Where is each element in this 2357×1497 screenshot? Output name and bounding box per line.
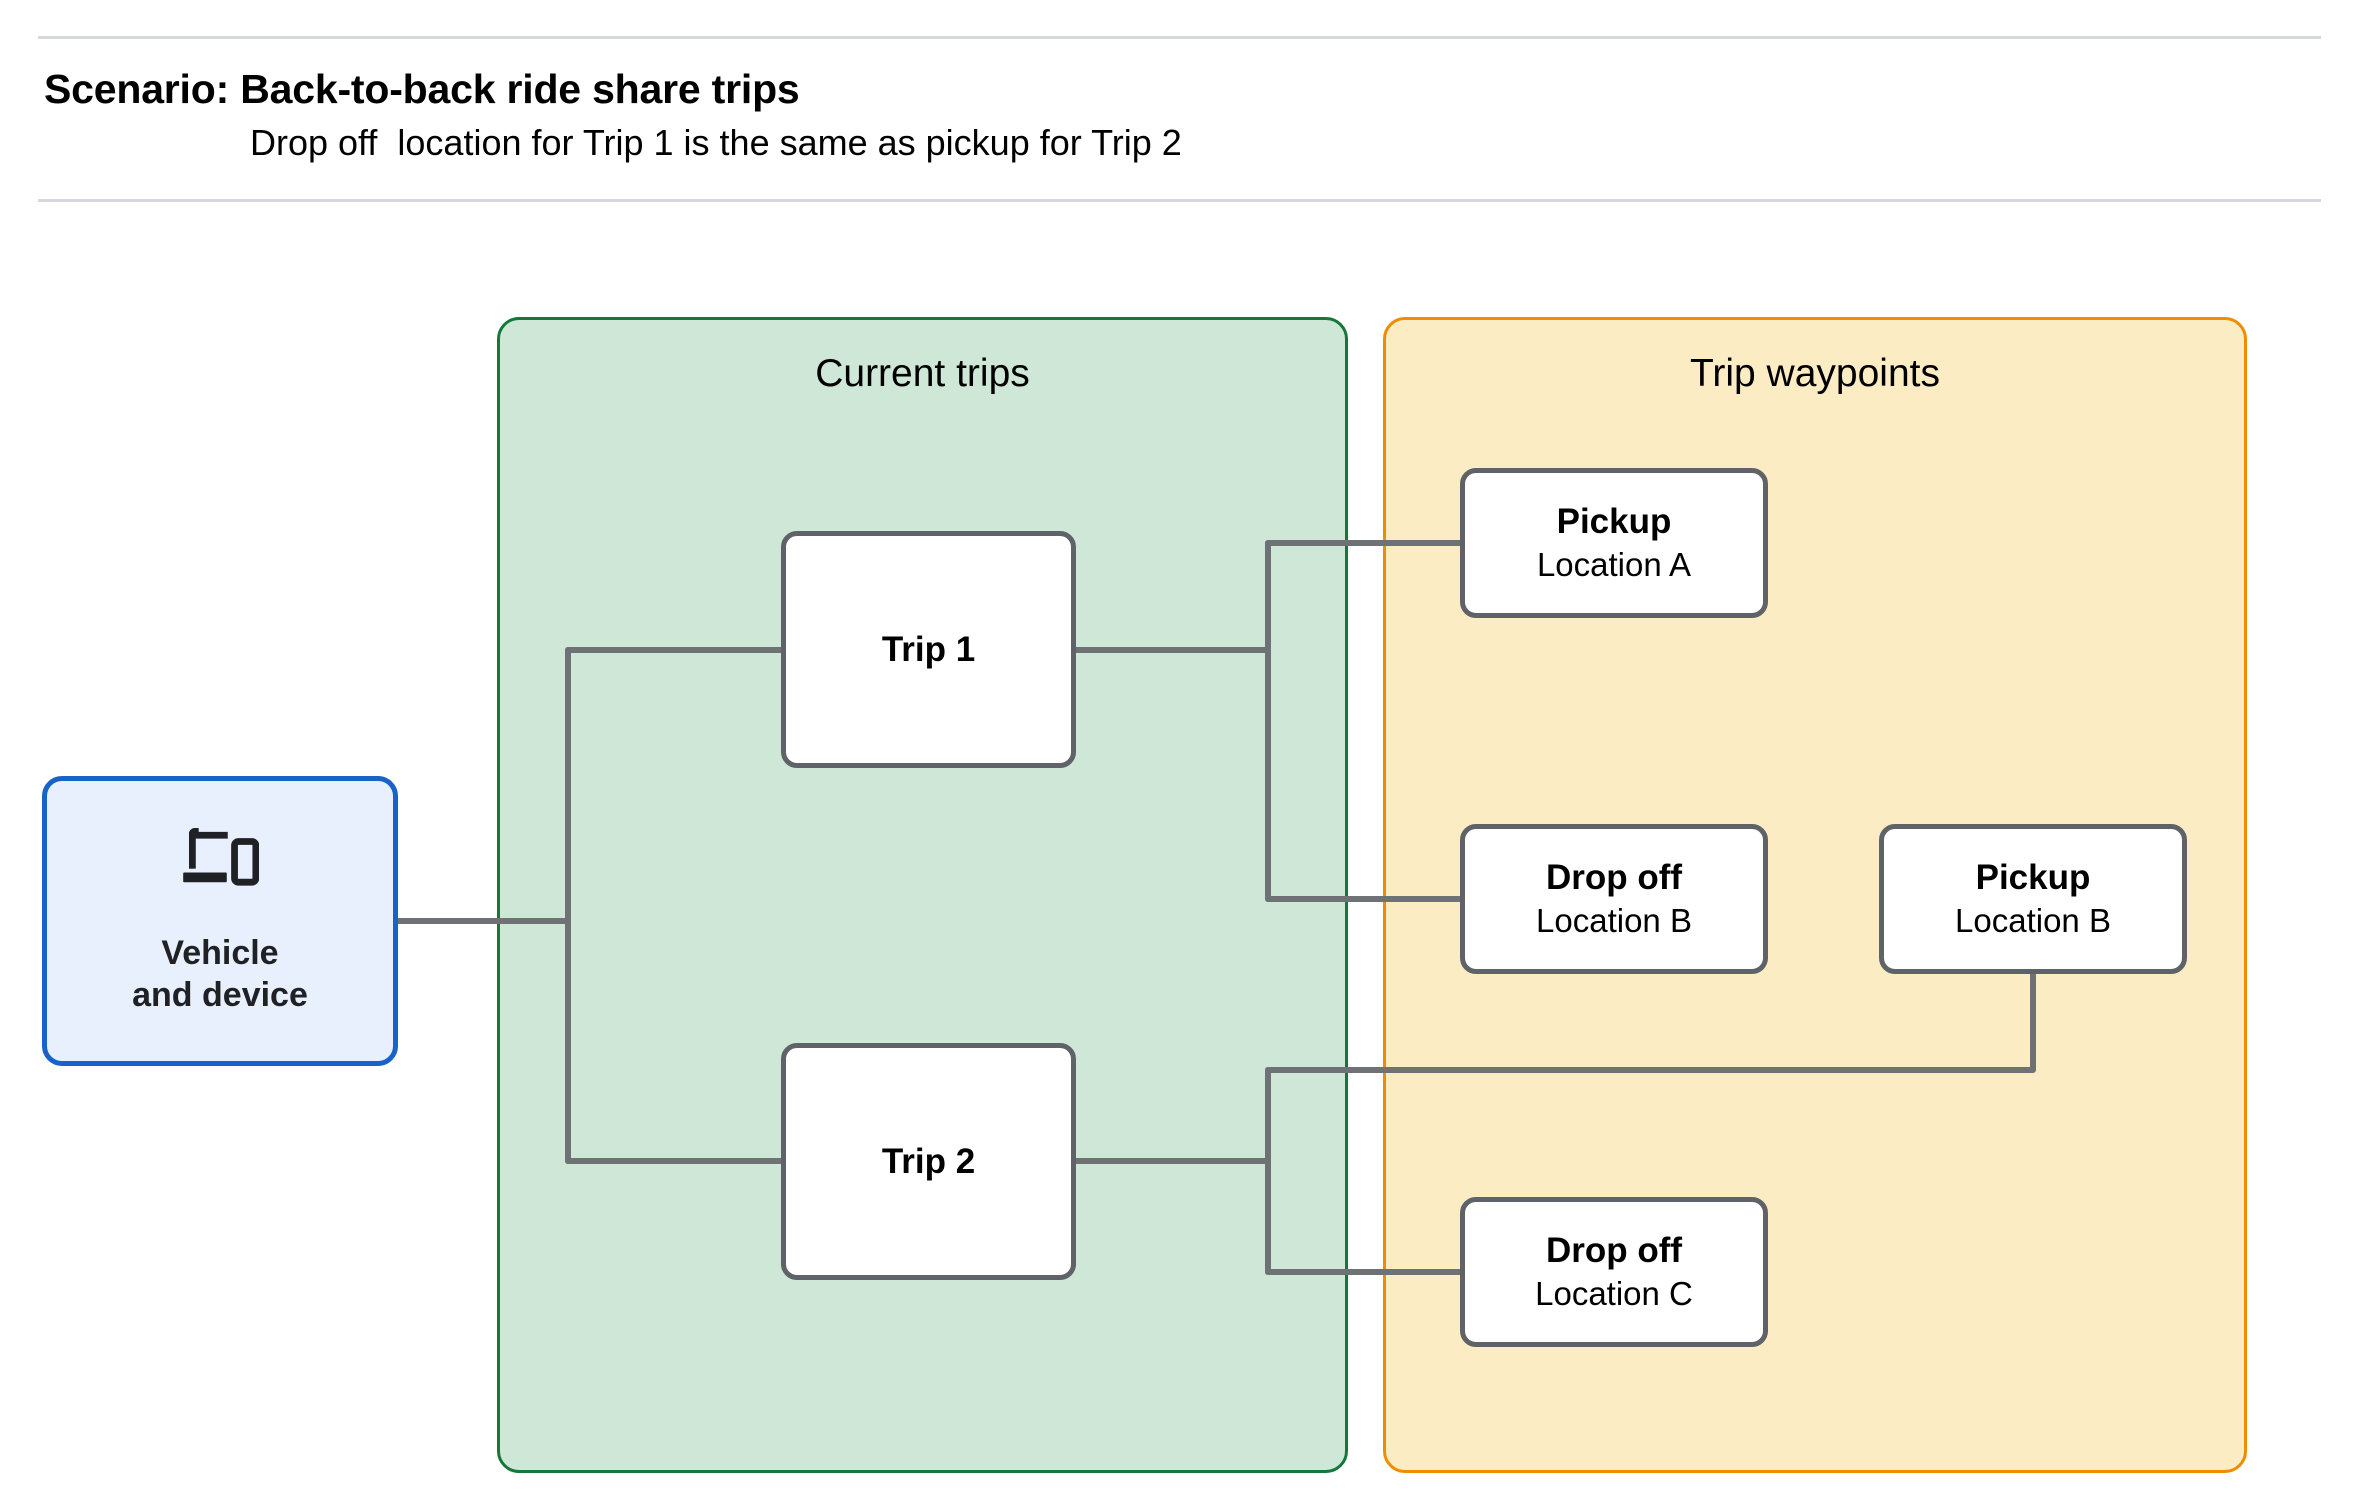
waypoint-type: Pickup (1975, 858, 2091, 898)
vehicle-label-line2: and device (132, 976, 308, 1014)
waypoint-type: Drop off (1545, 1231, 1683, 1271)
group-trip-waypoints-title: Trip waypoints (1690, 352, 1940, 395)
page-subtitle: Drop off location for Trip 1 is the same… (250, 122, 1182, 163)
node-waypoint-dropoff-c[interactable]: Drop off Location C (1460, 1197, 1768, 1347)
node-vehicle-and-device[interactable]: Vehicle and device (42, 776, 398, 1066)
devices-icon (183, 827, 259, 886)
vehicle-label-line1: Vehicle (161, 933, 279, 972)
node-waypoint-pickup-a[interactable]: Pickup Location A (1460, 468, 1768, 618)
waypoint-location: Location B (1536, 901, 1692, 939)
node-trip-1[interactable]: Trip 1 (781, 531, 1076, 768)
waypoint-location: Location C (1535, 1274, 1693, 1312)
waypoint-location: Location A (1536, 545, 1692, 583)
node-trip-2[interactable]: Trip 2 (781, 1043, 1076, 1280)
group-current-trips: Current trips (497, 317, 1348, 1473)
header-divider-top (38, 36, 2321, 39)
header-divider-bottom (38, 199, 2321, 202)
trip-1-label: Trip 1 (881, 629, 976, 669)
waypoint-type: Pickup (1556, 502, 1672, 542)
page-title: Scenario: Back-to-back ride share trips (44, 66, 800, 112)
waypoint-type: Drop off (1545, 858, 1683, 898)
node-waypoint-pickup-b[interactable]: Pickup Location B (1879, 824, 2187, 974)
node-waypoint-dropoff-b[interactable]: Drop off Location B (1460, 824, 1768, 974)
waypoint-location: Location B (1955, 901, 2111, 939)
group-current-trips-title: Current trips (815, 352, 1030, 395)
trip-2-label: Trip 2 (881, 1141, 976, 1181)
